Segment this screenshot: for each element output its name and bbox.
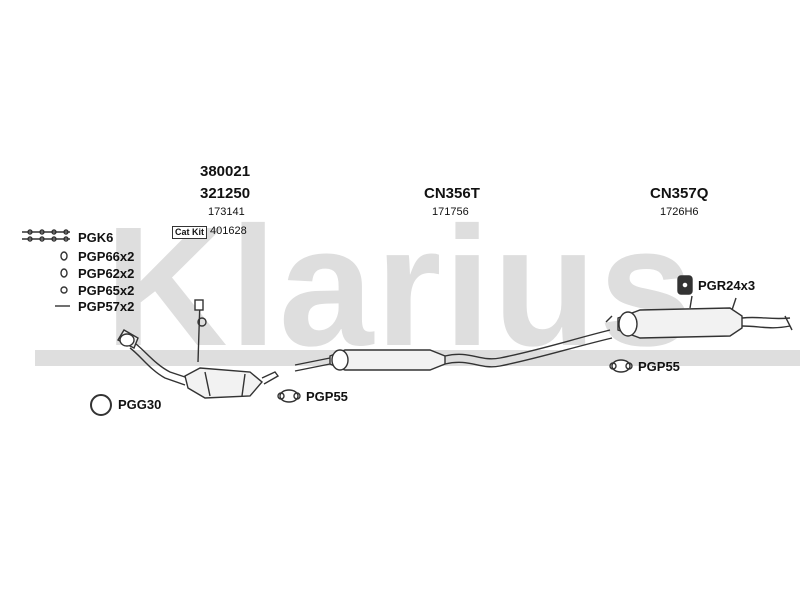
fitting-label: PGP66x2 <box>78 249 135 264</box>
clamp-icon-rear <box>609 359 633 373</box>
front-downpipe <box>117 329 189 386</box>
front-part-number-1: 380021 <box>200 163 251 180</box>
gasket-icon <box>90 394 112 416</box>
clamp-label-rear: PGP55 <box>638 359 680 374</box>
rear-part-number: CN357Q <box>650 185 709 202</box>
rear-silencer <box>605 295 793 339</box>
rubber-mount-icon <box>677 275 693 295</box>
cat-kit-badge: Cat Kit <box>172 226 207 239</box>
front-part-number-2: 321250 <box>200 185 251 202</box>
front-reference: 173141 <box>208 206 245 218</box>
fitting-label: PGP65x2 <box>78 283 135 298</box>
cat-kit-number: 401628 <box>210 225 247 237</box>
fitting-label: PGP62x2 <box>78 266 135 281</box>
middle-reference: 171756 <box>432 206 469 218</box>
gasket-label: PGG30 <box>118 397 162 412</box>
rubber-mount-label: PGR24x3 <box>698 278 756 293</box>
fittings-icons <box>22 229 70 307</box>
middle-silencer <box>294 329 613 372</box>
rear-reference: 1726H6 <box>660 206 699 218</box>
fitting-label: PGP57x2 <box>78 299 135 314</box>
fitting-label: PGK6 <box>78 230 114 245</box>
catalytic-converter <box>184 299 280 399</box>
middle-part-number: CN356T <box>424 185 480 202</box>
clamp-label-middle: PGP55 <box>306 389 348 404</box>
clamp-icon-middle <box>277 389 301 403</box>
